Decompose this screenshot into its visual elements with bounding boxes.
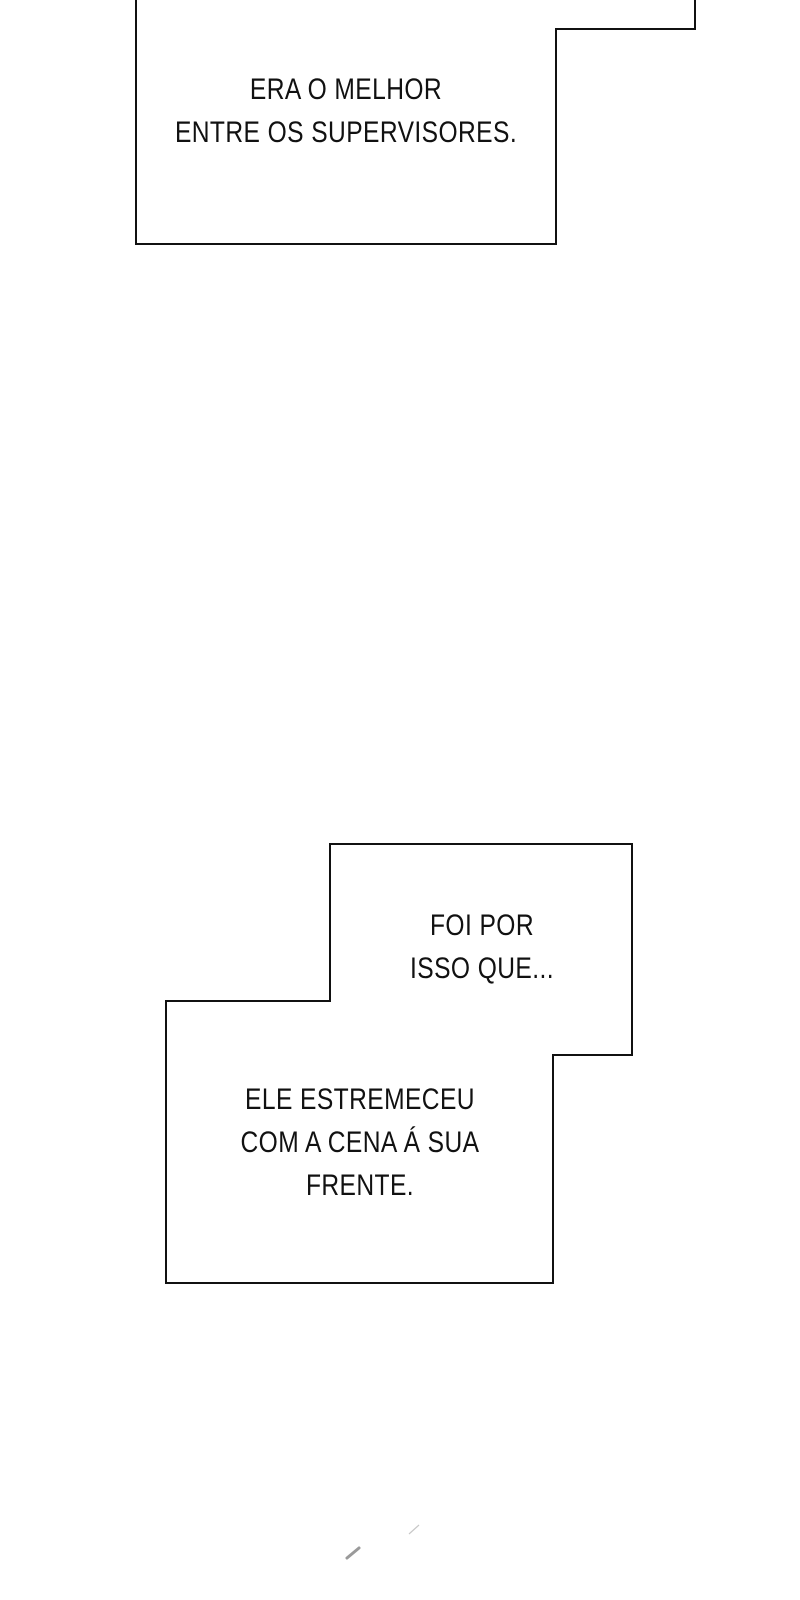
caption-line: ENTRE OS SUPERVISORES. [174,116,518,149]
caption-text-1: ERA O MELHOR ENTRE OS SUPERVISORES. [174,68,518,154]
caption-text-2: FOI POR ISSO QUE... [398,904,565,990]
faint-stroke-marks [345,1524,420,1560]
caption-line: COM A CENA Á SUA [240,1126,480,1159]
caption-line: ELE ESTREMECEU [245,1083,475,1116]
caption-box-2-border [165,843,633,1284]
caption-line: FRENTE. [305,1169,415,1202]
caption-line: ISSO QUE... [410,952,554,985]
caption-line: FOI POR [429,909,535,942]
caption-line: ERA O MELHOR [249,73,443,106]
caption-box-1-border [135,0,696,245]
caption-text-3: ELE ESTREMECEU COM A CENA Á SUA FRENTE. [237,1078,483,1207]
